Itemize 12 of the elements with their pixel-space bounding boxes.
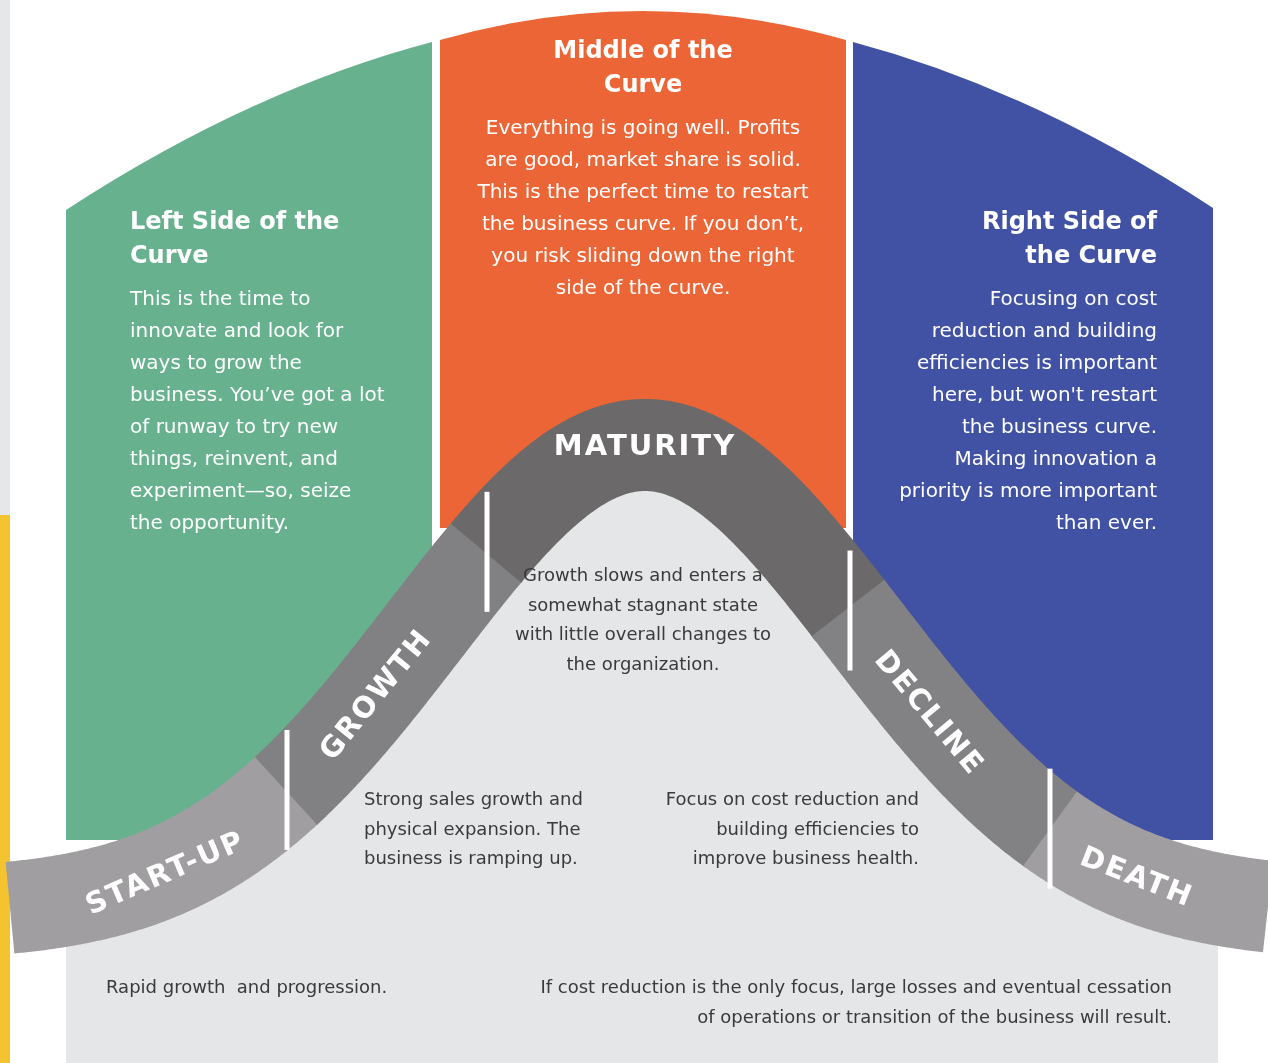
description-text: Strong sales growth and physical expansion. The business is ramping up.: [364, 787, 584, 871]
panel-text: This is the time to innovate and look for ways to grow the business. You’ve got a lot of runway to try new things, reinvent, and experiment—so, seize the opportunity.: [130, 285, 386, 536]
panel-heading: Middle of the Curve: [552, 35, 734, 100]
panel-text: Everything is going well. Profits are good, market share is solid. This is the perfect time to restart the business curve. If you don’t, you risk sliding down the right side of the curve.: [476, 114, 810, 301]
description-text: Rapid growth and progression.: [106, 975, 389, 999]
stage-label: MATURITY: [553, 428, 737, 462]
description-text: Focus on cost reduction and building efficiencies to improve business health.: [664, 787, 919, 871]
description-text: If cost reduction is the only focus, large losses and eventual cessation of operations or transition of the business will result.: [539, 975, 1172, 1029]
panel-heading: Right Side of the Curve: [980, 206, 1157, 271]
description-text: Growth slows and enters a somewhat stagnant state with little overall changes to the organization.: [513, 563, 773, 677]
panel-text: Focusing on cost reduction and building efficiencies is important here, but won't restart the business curve. Making innovation a priority is more important than ever.: [898, 285, 1157, 536]
panel-heading: Left Side of the Curve: [130, 206, 341, 271]
